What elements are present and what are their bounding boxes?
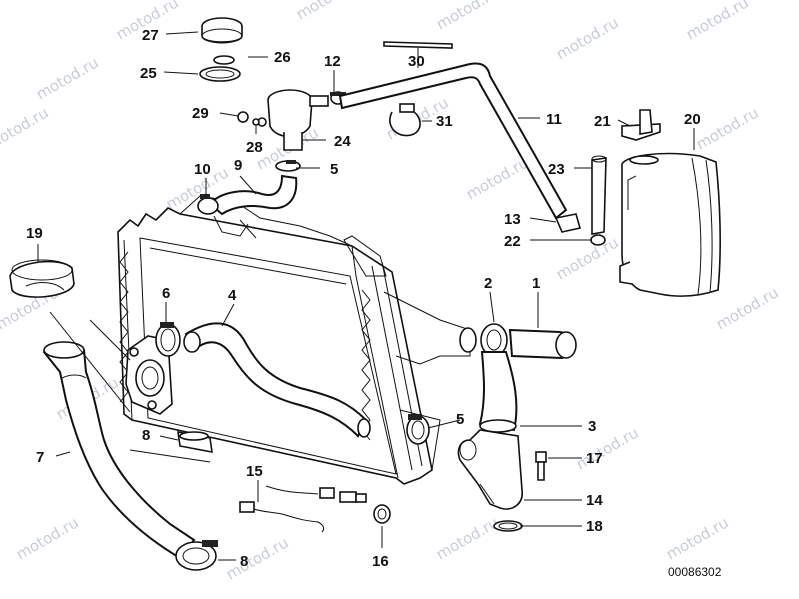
nut — [237, 111, 249, 123]
callout-26: 26 — [274, 49, 291, 66]
callout-31: 31 — [436, 113, 453, 130]
callout-8: 8 — [240, 553, 248, 570]
watermark: motod.ru — [433, 513, 502, 563]
callout-13: 13 — [504, 211, 521, 228]
callout-20: 20 — [684, 111, 701, 128]
callout-4: 4 — [228, 287, 237, 304]
hose-clamp — [197, 194, 219, 215]
callout-1: 1 — [532, 275, 540, 292]
callout-19: 19 — [26, 225, 43, 242]
watermark: motod.ru — [293, 0, 362, 23]
callout-5: 5 — [330, 161, 338, 178]
seal-ring — [213, 55, 235, 65]
expansion-tank — [619, 152, 721, 297]
watermark: motod.ru — [0, 103, 52, 153]
hose-clamp — [175, 540, 218, 571]
rod — [383, 41, 453, 49]
watermark: motod.ru — [693, 103, 762, 153]
callout-17: 17 — [586, 450, 603, 467]
callout-27: 27 — [142, 27, 159, 44]
callout-14: 14 — [586, 492, 603, 509]
mounting-bracket — [177, 431, 213, 453]
watermark: motod.ru — [433, 0, 502, 33]
callout-8: 8 — [142, 427, 150, 444]
o-ring — [493, 520, 523, 532]
bolt — [535, 451, 547, 481]
callout-23: 23 — [548, 161, 565, 178]
callout-9: 9 — [234, 157, 242, 174]
callout-12: 12 — [324, 53, 341, 70]
callout-28: 28 — [246, 139, 263, 156]
callout-22: 22 — [504, 233, 521, 250]
callout-16: 16 — [372, 553, 389, 570]
watermark: motod.ru — [33, 53, 102, 103]
hose-lower-radiator — [183, 322, 371, 438]
watermark: motod.ru — [573, 423, 642, 473]
leader-lines — [37, 31, 695, 561]
callout-5: 5 — [456, 411, 464, 428]
hose-clamp — [275, 160, 301, 172]
hose-clamp — [155, 322, 181, 357]
callout-18: 18 — [586, 518, 603, 535]
vent-hose — [338, 62, 568, 220]
sensor-bracket — [621, 109, 661, 141]
callout-25: 25 — [140, 65, 157, 82]
callout-6: 6 — [162, 285, 170, 302]
hose-long — [42, 341, 196, 560]
watermark: motod.ru — [713, 283, 782, 333]
callout-10: 10 — [194, 161, 211, 178]
outlet-fitting — [457, 429, 523, 510]
hose-upper-small — [208, 174, 298, 216]
thermostat-housing — [257, 89, 329, 151]
hose-upper-right — [508, 328, 577, 360]
callout-15: 15 — [246, 463, 263, 480]
reference-number: 00086302 — [668, 565, 722, 579]
callout-24: 24 — [334, 133, 351, 150]
watermark: motod.ru — [553, 13, 622, 63]
watermark: motod.ru — [683, 0, 752, 43]
callout-7: 7 — [36, 449, 44, 466]
hose-clip — [554, 213, 582, 233]
hose-clip — [590, 234, 606, 246]
watermark: motod.ru — [463, 153, 532, 203]
temperature-sensor — [239, 485, 367, 533]
hose-vertical — [478, 351, 518, 433]
callout-29: 29 — [192, 105, 209, 122]
washer — [373, 504, 391, 524]
seal-ring — [199, 66, 241, 82]
callout-11: 11 — [546, 111, 562, 128]
watermark: motod.ru — [553, 233, 622, 283]
hose-clip — [389, 103, 421, 137]
watermark: motod.ru — [223, 533, 292, 583]
expansion-cap — [201, 17, 243, 44]
hose-clamp — [406, 414, 430, 445]
callout-21: 21 — [594, 113, 611, 130]
callout-30: 30 — [408, 53, 425, 70]
callout-2: 2 — [484, 275, 492, 292]
watermark: motod.ru — [13, 513, 82, 563]
callout-3: 3 — [588, 418, 596, 435]
cap-ring — [9, 259, 75, 298]
washer — [252, 118, 260, 126]
watermark: motod.ru — [663, 513, 732, 563]
tube — [591, 155, 607, 235]
callout-labels: 27 26 25 12 29 28 24 5 10 9 30 31 11 13 … — [26, 27, 701, 570]
